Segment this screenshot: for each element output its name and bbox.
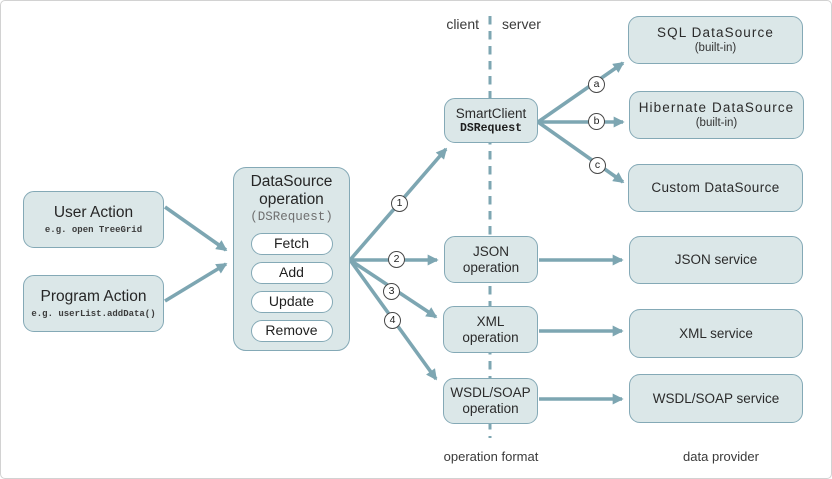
xml-service-title: XML service <box>679 325 753 341</box>
xml-operation-line2: operation <box>462 329 519 345</box>
operation-pill-fetch: Fetch <box>250 232 333 255</box>
connector-badge-a: a <box>588 76 605 93</box>
hibernate-datasource-title: Hibernate DataSource <box>638 99 795 115</box>
json-operation-line1: JSON <box>472 243 509 259</box>
smartclient-dsrequest-node: SmartClient DSRequest <box>444 98 538 143</box>
connector-badge-c: c <box>589 157 606 174</box>
datasource-operation-title-line2: operation <box>259 190 324 208</box>
server-zone-label: server <box>502 16 541 32</box>
user-action-example: e.g. open TreeGrid <box>44 224 143 235</box>
wsdl-service-title: WSDL/SOAP service <box>652 390 780 406</box>
sql-datasource-note: (built-in) <box>694 42 737 55</box>
hibernate-datasource-node: Hibernate DataSource (built-in) <box>629 91 804 139</box>
wsdl-operation-line1: WSDL/SOAP <box>450 385 531 401</box>
connector-badge-1: 1 <box>391 195 408 212</box>
connector-badge-3: 3 <box>383 283 400 300</box>
json-operation-line2: operation <box>462 259 520 275</box>
operation-pill-add: Add <box>250 261 333 284</box>
program-action-title: Program Action <box>40 287 147 305</box>
operation-format-label: operation format <box>443 449 539 464</box>
json-operation-node: JSON operation <box>444 236 538 283</box>
sql-datasource-title: SQL DataSource <box>657 24 774 40</box>
user-action-title: User Action <box>53 203 134 221</box>
datasource-operation-request-type: (DSRequest) <box>250 209 333 224</box>
user-action-node: User Action e.g. open TreeGrid <box>23 191 164 248</box>
connector-badge-b: b <box>588 113 605 130</box>
connector-badge-4: 4 <box>384 312 401 329</box>
xml-operation-line1: XML <box>476 313 505 329</box>
json-service-node: JSON service <box>629 236 803 284</box>
client-zone-label: client <box>446 16 479 32</box>
wsdl-operation-line2: operation <box>462 401 519 416</box>
data-provider-label: data provider <box>683 449 759 464</box>
json-service-title: JSON service <box>674 252 758 268</box>
xml-service-node: XML service <box>629 309 803 358</box>
connector-badge-2: 2 <box>388 251 405 268</box>
hibernate-datasource-note: (built-in) <box>695 117 738 130</box>
sql-datasource-node: SQL DataSource (built-in) <box>628 16 803 64</box>
operation-pill-update: Update <box>250 290 333 313</box>
datasource-operation-title-line1: DataSource <box>250 173 333 190</box>
custom-datasource-node: Custom DataSource <box>628 164 803 212</box>
smartclient-request-type: DSRequest <box>459 121 523 135</box>
program-action-example: e.g. userList.addData() <box>31 308 156 319</box>
smartclient-title: SmartClient <box>455 106 527 122</box>
custom-datasource-title: Custom DataSource <box>651 180 780 196</box>
wsdl-service-node: WSDL/SOAP service <box>629 374 803 423</box>
operation-pill-remove: Remove <box>250 319 333 342</box>
xml-operation-node: XML operation <box>443 306 538 353</box>
datasource-operation-node: DataSource operation (DSRequest) Fetch A… <box>233 167 350 351</box>
program-action-node: Program Action e.g. userList.addData() <box>23 275 164 332</box>
wsdl-operation-node: WSDL/SOAP operation <box>443 378 538 424</box>
